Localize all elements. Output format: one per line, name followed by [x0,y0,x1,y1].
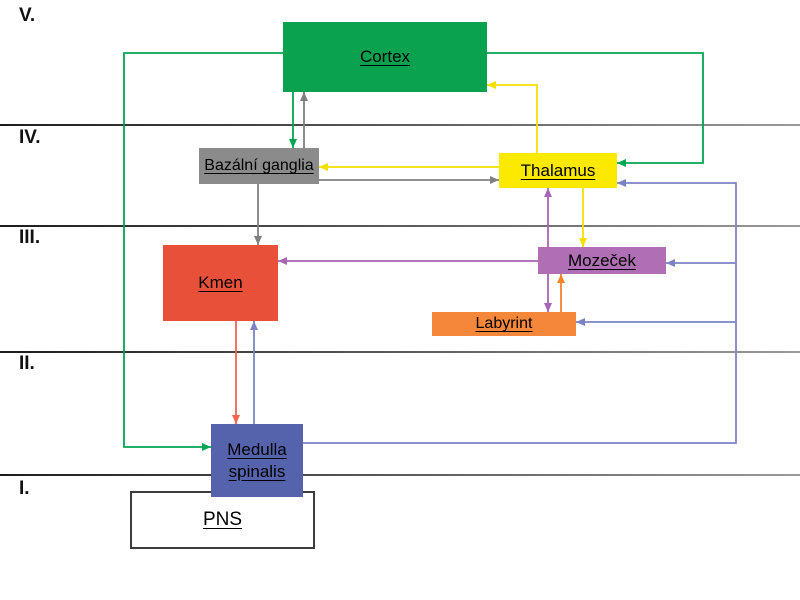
arrow-thalamus-to-cortex [487,81,538,153]
node-medulla-spinalis-label: Medulla spinalis [227,440,287,481]
node-labyrint: Labyrint [432,312,576,336]
arrow-mozecek-to-labyrint [544,274,552,312]
node-cortex-label: Cortex [359,47,411,67]
node-pns: PNS [130,491,315,549]
arrow-medulla-to-labyrint [576,318,736,326]
node-kmen-label: Kmen [198,273,243,293]
node-thalamus: Thalamus [499,153,617,188]
arrow-mozecek-to-kmen [278,257,538,265]
node-mozecek-label: Mozeček [567,250,637,270]
arrow-bazalni-to-cortex [300,92,308,148]
arrow-thalamus-to-bazalni [319,163,499,171]
arrow-cortex-to-bazalni [289,92,297,148]
node-medulla-spinalis: Medulla spinalis [211,424,303,497]
arrow-bazalni-to-thalamus [319,176,499,184]
level-divider-1-2 [0,474,800,476]
node-labyrint-label: Labyrint [475,315,533,332]
level-label-ii: II. [19,353,35,374]
arrow-medulla-to-mozecek [666,259,736,267]
level-label-iv: IV. [19,127,41,148]
level-label-i: I. [19,478,30,499]
node-bazalni-ganglia: Bazální ganglia [199,148,319,184]
arrow-medulla-to-kmen [250,321,258,424]
arrow-kmen-to-medulla [232,321,240,424]
arrow-bazalni-to-kmen [254,184,262,245]
level-label-iii: III. [19,227,41,248]
arrow-mozecek-to-thalamus [544,188,552,247]
node-kmen: Kmen [163,245,278,321]
level-divider-4-5 [0,124,800,126]
level-divider-3-4 [0,225,800,227]
arrow-thalamus-to-mozecek [579,188,587,247]
node-thalamus-label: Thalamus [520,160,596,180]
node-cortex: Cortex [283,22,487,92]
arrow-labyrint-to-mozecek [557,274,565,312]
node-bazalni-ganglia-label: Bazální ganglia [204,157,314,174]
level-label-v: V. [19,5,36,26]
level-divider-2-3 [0,351,800,353]
node-pns-label: PNS [202,509,243,531]
arrow-cortex-to-thalamus [487,52,704,167]
node-mozecek: Mozeček [538,247,666,274]
arrow-medulla-to-thalamus [303,179,737,444]
